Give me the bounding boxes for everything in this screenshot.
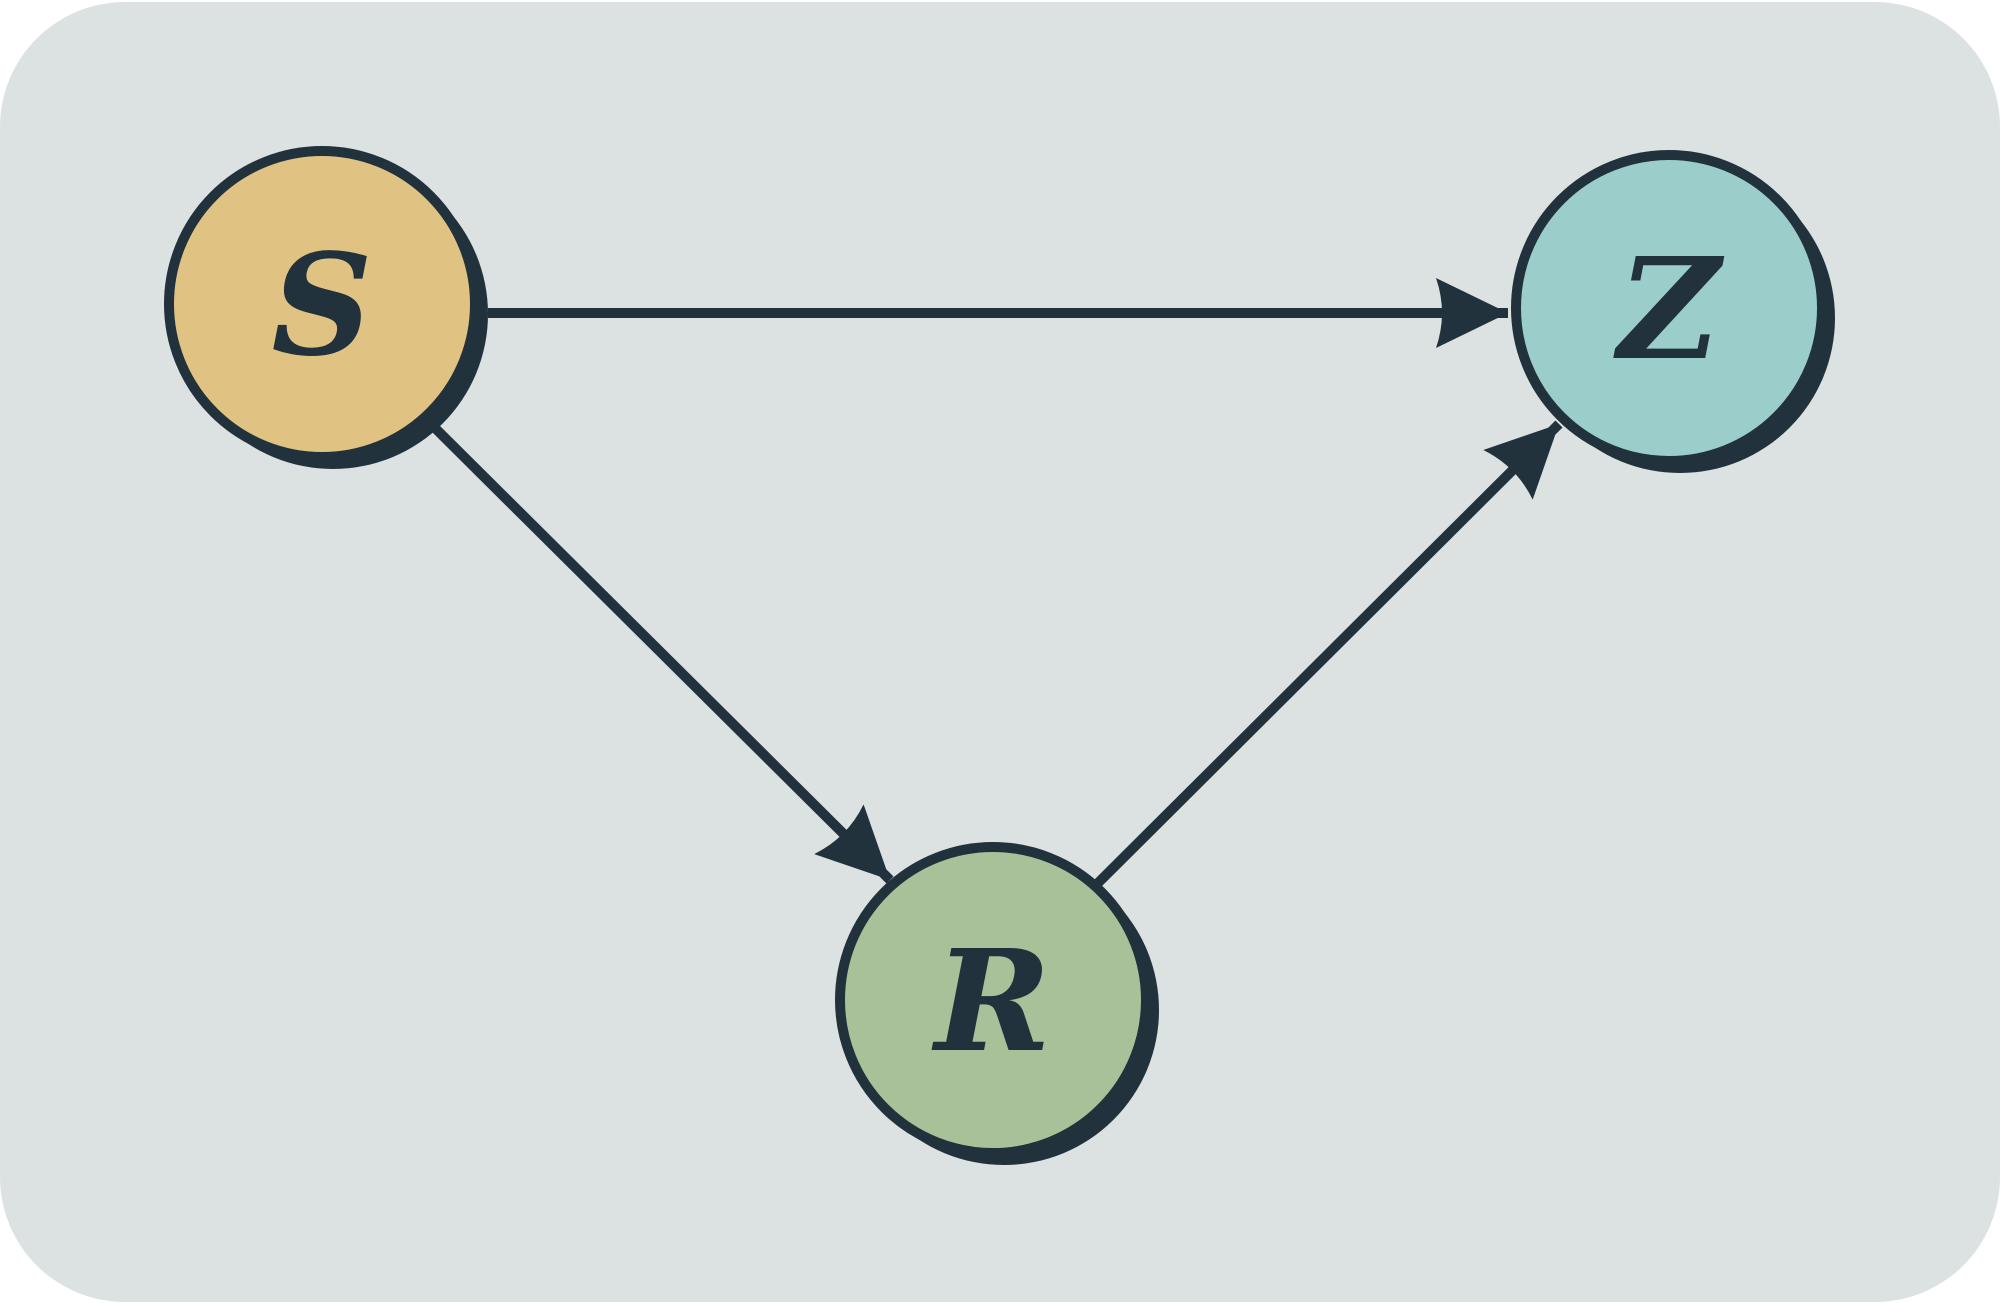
node-s-circle	[164, 146, 480, 462]
edge-r-to-z	[1094, 420, 1563, 887]
node-r-circle	[835, 842, 1151, 1158]
node-r-label: R	[931, 920, 1051, 1084]
node-r: R	[835, 842, 1159, 1165]
node-z-label: Z	[1613, 228, 1725, 392]
node-z: Z	[1511, 150, 1835, 473]
node-s-label: S	[271, 224, 372, 388]
node-z-circle	[1511, 150, 1827, 466]
edge-s-to-r	[432, 425, 894, 884]
node-s: S	[164, 146, 488, 469]
edge-layer	[432, 278, 1563, 887]
